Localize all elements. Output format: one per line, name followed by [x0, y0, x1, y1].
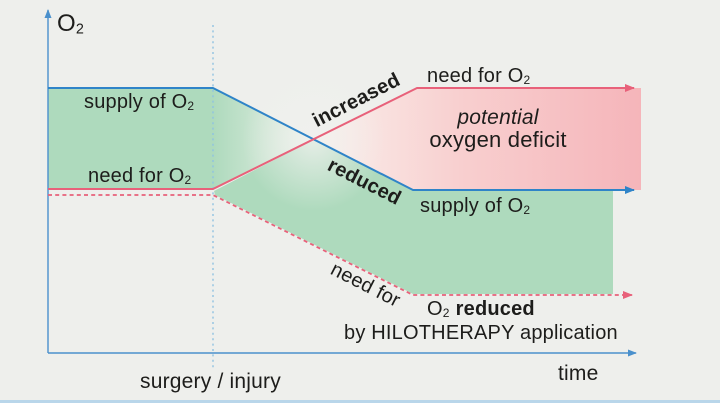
supply-margin-region-left	[48, 88, 213, 189]
x-axis-label: time	[558, 362, 599, 385]
need-right-label: need for O2	[427, 65, 531, 88]
surgery-injury-label: surgery / injury	[140, 370, 281, 393]
reduced-need-line	[48, 194, 633, 299]
hilotherapy-label: by HILOTHERAPY application	[344, 322, 618, 344]
need-left-label: need for O2	[88, 165, 192, 188]
need-line	[48, 84, 635, 190]
supply-left-label: supply of O2	[84, 91, 195, 114]
supply-right-label: supply of O2	[420, 195, 531, 218]
oxygen-deficit-label: oxygen deficit	[429, 127, 567, 152]
potential-label: potential	[457, 106, 539, 129]
oxygen-deficit-region	[313, 88, 641, 190]
y-axis-label: O2	[57, 10, 85, 38]
